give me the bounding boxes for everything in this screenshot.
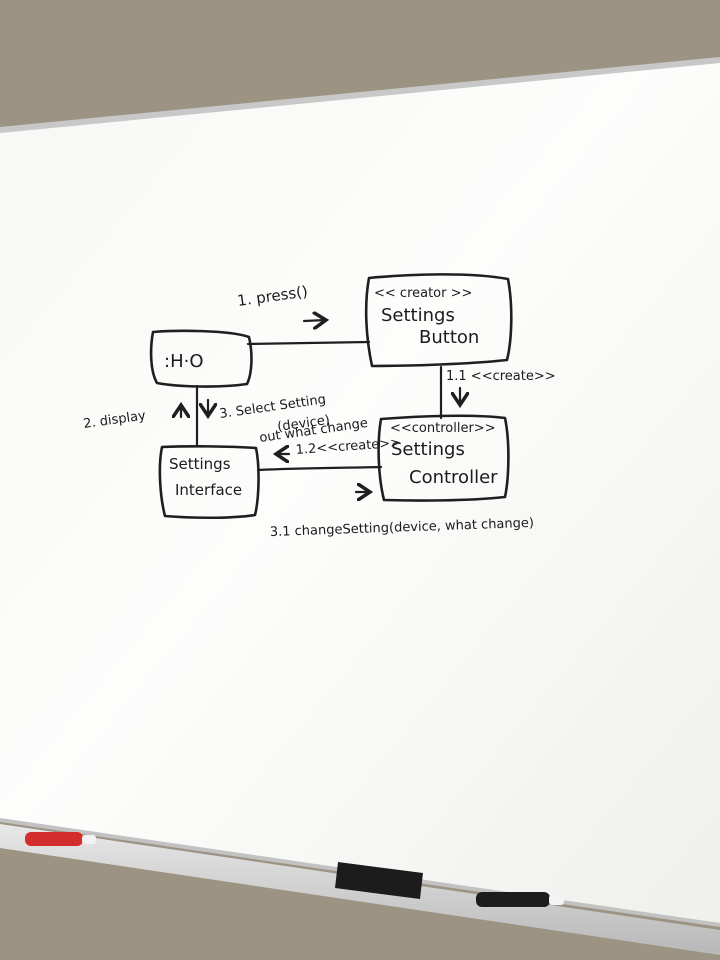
link-hmi-to-button xyxy=(246,340,371,346)
press-arrow xyxy=(302,320,326,321)
link-interface-to-controller xyxy=(256,465,383,472)
black-marker[interactable] xyxy=(476,892,564,907)
settings-interface-node: Settings Interface xyxy=(158,445,260,520)
settings-button-node: << creator >> Settings Button xyxy=(364,273,513,368)
select-setting-message-line2: (device) xyxy=(276,413,330,435)
settings-button-line1: Settings xyxy=(381,305,455,326)
board-top-frame xyxy=(0,57,720,133)
settings-controller-node: <<controller>> Settings Controller xyxy=(377,414,510,502)
hmi-label: :H·O xyxy=(164,351,204,372)
red-marker[interactable] xyxy=(25,832,96,846)
eraser[interactable] xyxy=(335,862,423,899)
settings-interface-line1: Settings xyxy=(169,455,231,473)
settings-button-line2: Button xyxy=(419,327,479,348)
settings-button-stereotype: << creator >> xyxy=(374,286,472,301)
create-interface-message: 1.2<<create>> xyxy=(295,436,401,458)
settings-controller-line1: Settings xyxy=(391,439,465,460)
settings-controller-line2: Controller xyxy=(409,467,498,488)
settings-controller-stereotype: <<controller>> xyxy=(390,421,496,436)
hmi-node: :H·O xyxy=(149,329,253,388)
create-message: 1.1 <<create>> xyxy=(446,369,556,384)
settings-interface-line2: Interface xyxy=(175,481,242,499)
